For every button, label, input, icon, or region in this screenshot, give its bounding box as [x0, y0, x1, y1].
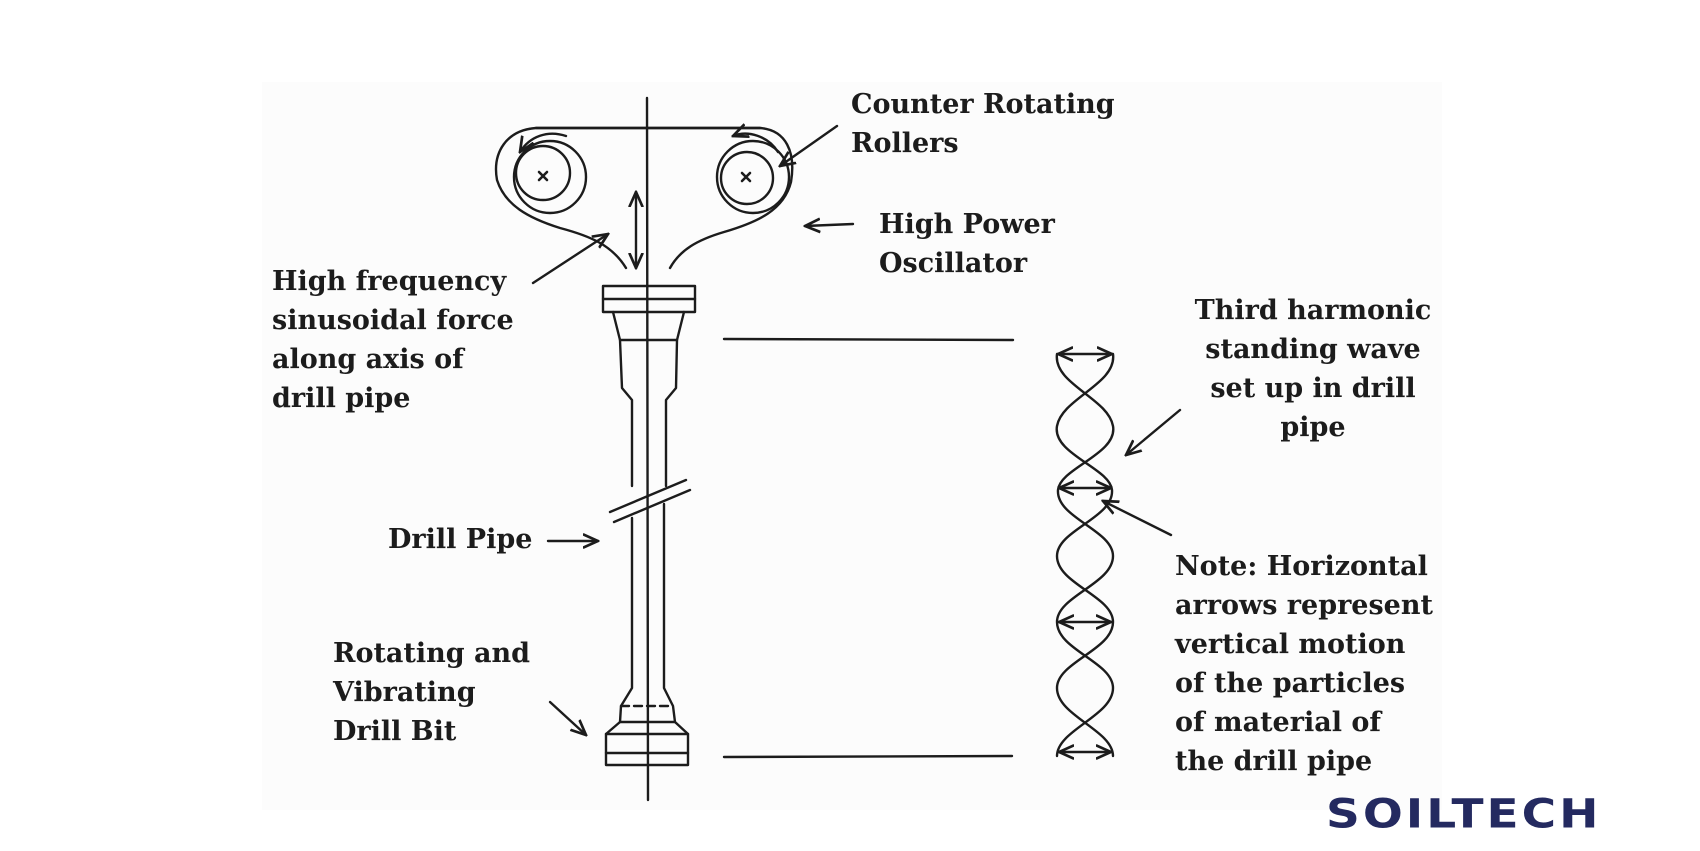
label-note: Note: Horizontal arrows represent vertic… — [1175, 551, 1433, 777]
soiltech-logo: SOILTECH — [1326, 790, 1602, 838]
pointer-arrow-icon — [1126, 408, 1182, 455]
top-reference-line — [722, 337, 1015, 342]
center-axis — [645, 96, 650, 802]
left-roller — [512, 132, 588, 215]
pointer-arrow-icon — [531, 234, 608, 285]
pointer-arrow-icon — [780, 124, 839, 166]
right-roller — [715, 134, 791, 215]
bottom-reference-line — [722, 754, 1014, 759]
pointer-arrow-icon — [548, 700, 586, 735]
label-high-power-oscillator: High Power Oscillator — [879, 209, 1055, 279]
roller-x-icon — [740, 171, 752, 183]
standing-wave — [1055, 354, 1115, 756]
label-third-harmonic: Third harmonic standing wave set up in d… — [1194, 295, 1432, 443]
label-high-frequency-force: High frequency sinusoidal force along ax… — [272, 266, 514, 414]
roller-x-icon — [537, 170, 549, 182]
pointer-arrow-icon — [805, 224, 855, 226]
label-drill-pipe: Drill Pipe — [388, 524, 533, 555]
label-drill-bit: Rotating and Vibrating Drill Bit — [333, 638, 531, 747]
scanned-figure — [262, 82, 1442, 810]
oscillator-body — [494, 126, 794, 270]
label-counter-rotating-rollers: Counter Rotating Rollers — [851, 89, 1115, 159]
pointer-arrow-icon — [1103, 501, 1173, 537]
